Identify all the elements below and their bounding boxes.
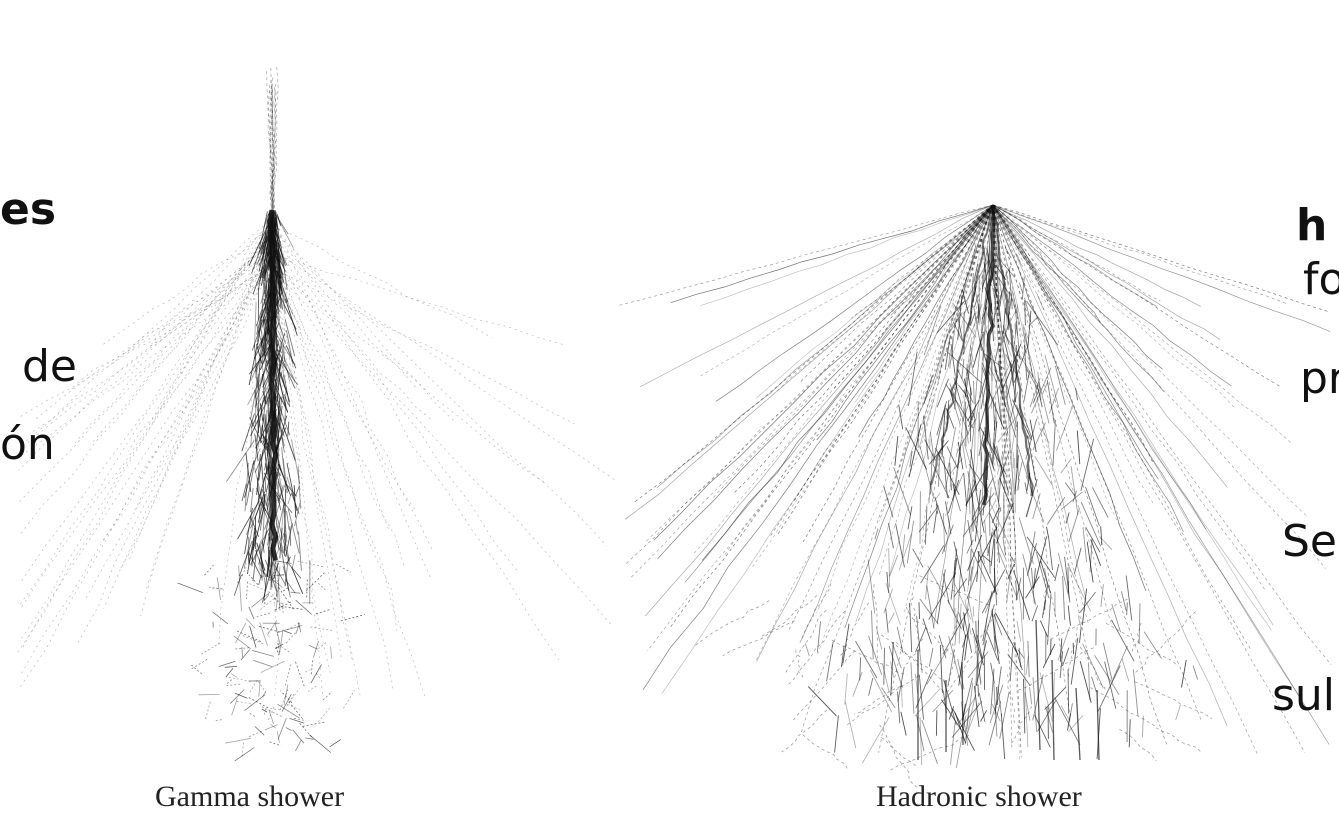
hadronic-shower-caption: Hadronic shower bbox=[876, 780, 1082, 813]
left-text-line-3: ón bbox=[0, 419, 55, 470]
left-text-line-2: de bbox=[22, 341, 77, 392]
right-text-line-4: Se bbox=[1282, 516, 1337, 567]
right-text-line-5: sul bbox=[1272, 670, 1336, 721]
hadronic-shower-image bbox=[619, 204, 1332, 788]
right-text-line-2: fo bbox=[1303, 254, 1339, 305]
gamma-shower-image bbox=[17, 66, 618, 762]
right-text-line-3: pr bbox=[1300, 353, 1339, 404]
left-text-line-1: es bbox=[0, 184, 57, 235]
gamma-shower-caption: Gamma shower bbox=[155, 780, 345, 813]
right-text-line-1: h bbox=[1296, 200, 1328, 251]
